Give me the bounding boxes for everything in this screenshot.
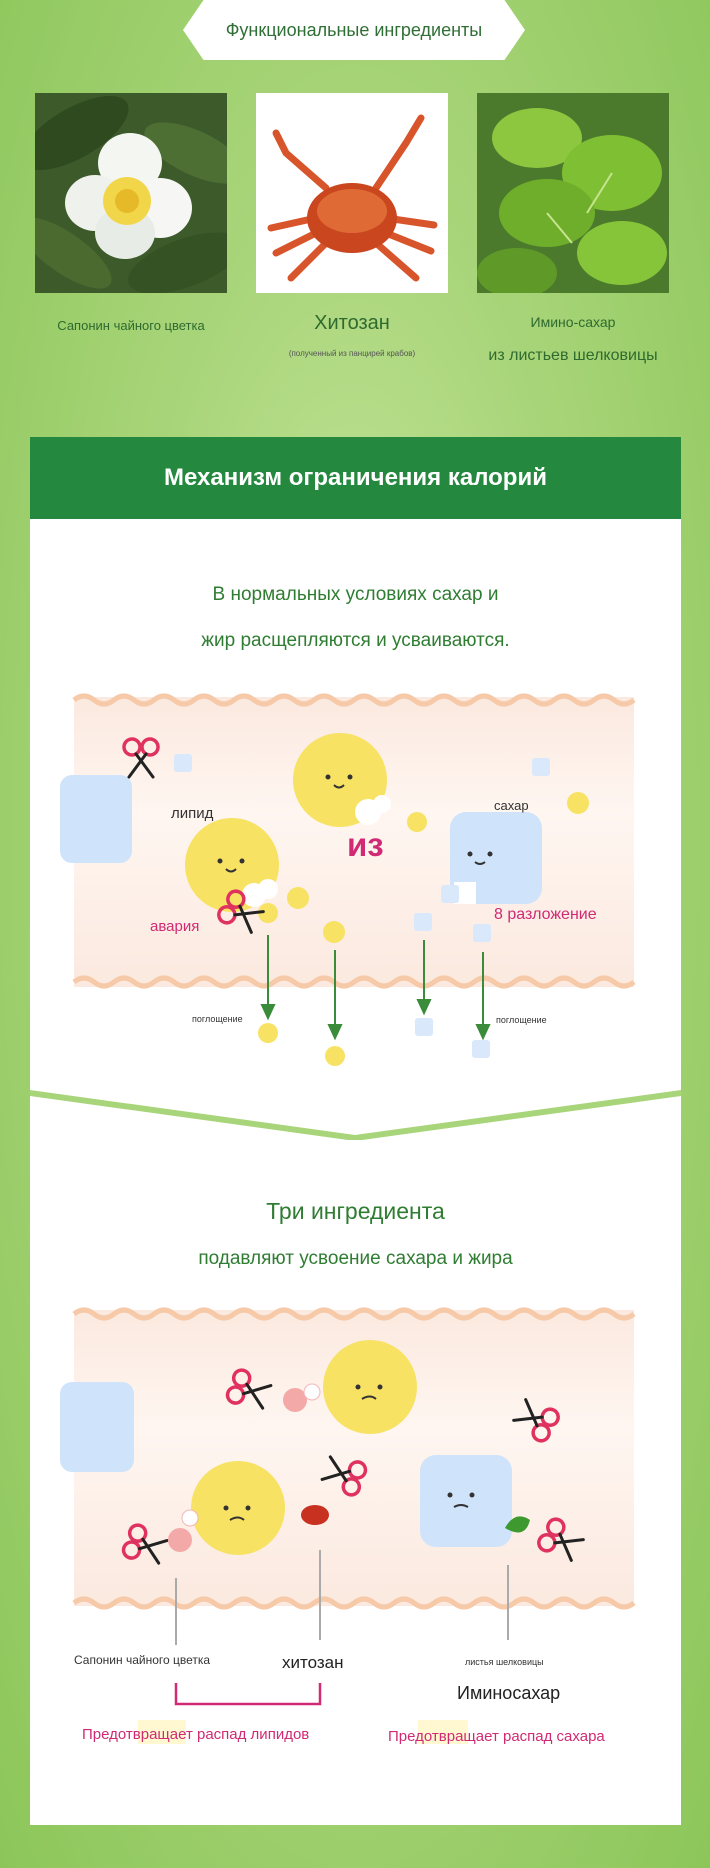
- crab-photo: [256, 93, 448, 293]
- mulberry-small-label: листья шелковицы: [465, 1657, 544, 1667]
- breakdown-right-label: 8 разложение: [494, 906, 597, 923]
- chitosan-label: хитозан: [282, 1653, 344, 1672]
- tea-saponin-label: Сапонин чайного цветка: [74, 1653, 211, 1667]
- intestine-band-blocked: [74, 1310, 634, 1606]
- section-title: Функциональные ингредиенты: [225, 19, 483, 40]
- tea-flower-photo: [35, 93, 227, 293]
- section-title-badge: Функциональные ингредиенты: [183, 0, 525, 60]
- absorb-left-label: поглощение: [192, 1014, 243, 1024]
- ingredient-label-chitosan: Хитозан: [314, 312, 390, 334]
- prevent-sugar-label: Предотвращает распад сахара: [388, 1728, 605, 1745]
- sugar-label: сахар: [494, 798, 529, 813]
- chevron-divider: [30, 1090, 681, 1140]
- ingredient-label-imino-line2: из листьев шелковицы: [488, 347, 658, 364]
- prevent-lipid-label: Предотвращает распад липидов: [82, 1726, 310, 1743]
- normal-text-line1: В нормальных условиях сахар и: [212, 584, 499, 605]
- ingredient-label-imino-line1: Имино-сахар: [530, 314, 616, 330]
- mechanism-header: Механизм ограничения калорий: [30, 437, 681, 519]
- lipid-label: липид: [171, 805, 214, 822]
- three-ingredients-line1: Три ингредиента: [266, 1198, 445, 1224]
- breakdown-left-label: авария: [150, 918, 200, 935]
- ingredient-note-chitosan: (полученный из панцирей крабов): [288, 349, 416, 358]
- mulberry-leaf-photo: [477, 93, 669, 293]
- three-ingredients-line2: подавляют усвоение сахара и жира: [198, 1248, 513, 1269]
- imino-sugar-label: Иминосахар: [457, 1683, 561, 1703]
- mechanism-title: Механизм ограничения калорий: [164, 464, 547, 491]
- center-label: из: [347, 826, 384, 863]
- ingredient-label-tea: Сапонин чайного цветка: [57, 318, 205, 333]
- normal-text-line2: жир расщепляются и усваиваются.: [201, 630, 510, 651]
- absorb-right-label: поглощение: [496, 1015, 547, 1025]
